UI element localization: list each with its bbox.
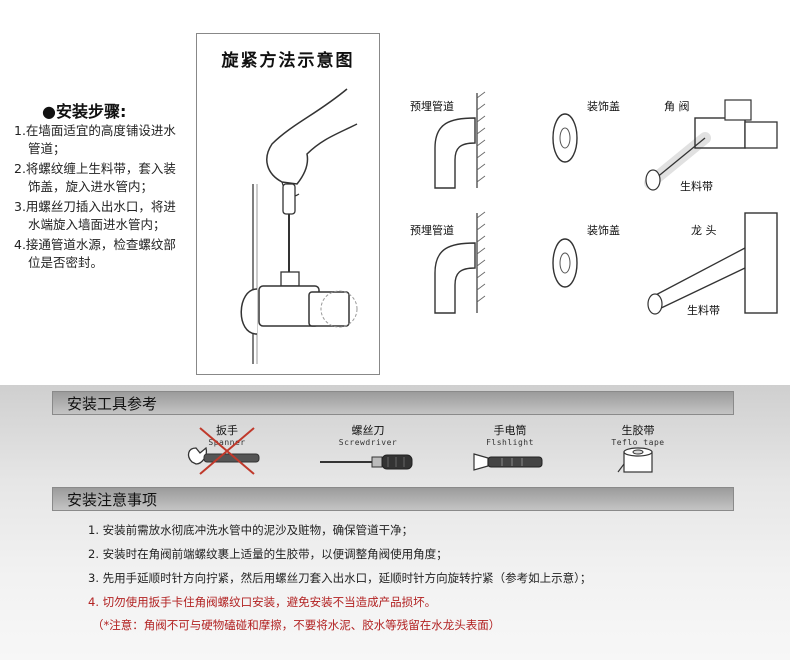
step-3: 3.用螺丝刀插入出水口，将进水端旋入墙面进水管内； bbox=[14, 199, 176, 232]
note-1: 1. 安装前需放水彻底冲洗水管中的泥沙及赃物，确保管道干净； bbox=[88, 523, 414, 537]
step-2: 2.将螺纹缠上生料带，套入装饰盖，旋入进水管内； bbox=[14, 161, 176, 194]
row2-tape-label: 生料带 bbox=[687, 304, 720, 317]
row2-faucet-label: 龙 头 bbox=[691, 224, 717, 237]
tool-spanner: 扳手 Spanner bbox=[167, 422, 287, 447]
step-1: 1.在墙面适宜的高度铺设进水管道； bbox=[14, 123, 176, 156]
step-4: 4.接通管道水源，检查螺纹部位是否密封。 bbox=[14, 237, 176, 270]
hand-screwdriver-valve-illustration bbox=[240, 88, 358, 364]
tightening-illustration: 旋紧方法示意图 bbox=[196, 33, 380, 375]
tool-screwdriver: 螺丝刀 Screwdriver bbox=[308, 422, 428, 447]
steps-list: 1.在墙面适宜的高度铺设进水管道； 2.将螺纹缠上生料带，套入装饰盖，旋入进水管… bbox=[14, 122, 184, 274]
tool-flashlight: 手电筒 Flshlight bbox=[450, 422, 570, 447]
tool-teflon-tape: 生胶带 Teflo tape bbox=[578, 422, 698, 447]
spanner-icon bbox=[187, 427, 260, 475]
tool-screwdriver-cn: 螺丝刀 bbox=[351, 424, 385, 437]
tape-icon bbox=[617, 447, 653, 473]
note-3: 3. 先用手延顺时针方向拧紧，然后用螺丝刀套入出水口，延顺时针方向旋转拧紧（参考… bbox=[88, 571, 592, 585]
row1-pipe-label: 预埋管道 bbox=[410, 100, 454, 113]
steps-title: ●安装步骤: bbox=[42, 102, 127, 121]
tools-and-notes-panel bbox=[0, 385, 790, 660]
notes-section-bar: 安装注意事项 bbox=[52, 487, 734, 511]
tool-tape-en: Teflo tape bbox=[611, 438, 665, 447]
row1-tape-label: 生料带 bbox=[680, 180, 713, 193]
tool-flashlight-cn: 手电筒 bbox=[493, 424, 527, 437]
note-2: 2. 安装时在角阀前端螺纹裹上适量的生胶带，以便调整角阀使用角度； bbox=[88, 547, 448, 561]
row1-valve-label: 角 阀 bbox=[664, 100, 690, 113]
tools-section-bar: 安装工具参考 bbox=[52, 391, 734, 415]
pipe-install-diagrams bbox=[434, 91, 778, 315]
row2-cover-label: 装饰盖 bbox=[587, 224, 620, 237]
flashlight-icon bbox=[473, 453, 543, 471]
screwdriver-icon bbox=[320, 454, 413, 470]
illustration-title: 旋紧方法示意图 bbox=[221, 51, 355, 71]
tool-tape-cn: 生胶带 bbox=[621, 424, 655, 437]
tool-spanner-cn: 扳手 bbox=[216, 424, 238, 437]
tool-screwdriver-en: Screwdriver bbox=[338, 438, 398, 447]
tool-spanner-en: Spanner bbox=[208, 438, 246, 447]
row2-pipe-label: 预埋管道 bbox=[410, 224, 454, 237]
row1-cover-label: 装饰盖 bbox=[587, 100, 620, 113]
tools-section-title: 安装工具参考 bbox=[67, 395, 158, 413]
note-4-warning: 4. 切勿使用扳手卡住角阀螺纹口安装，避免安装不当造成产品损坏。 bbox=[88, 595, 437, 609]
install-diagram-panel: ●安装步骤: 1.在墙面适宜的高度铺设进水管道； 2.将螺纹缠上生料带，套入装饰… bbox=[14, 33, 778, 375]
notes-section-title: 安装注意事项 bbox=[67, 491, 158, 509]
note-caution: （*注意：角阀不可与硬物磕碰和摩擦，不要将水泥、胶水等残留在水龙头表面） bbox=[92, 618, 501, 632]
tool-flashlight-en: Flshlight bbox=[486, 438, 534, 447]
